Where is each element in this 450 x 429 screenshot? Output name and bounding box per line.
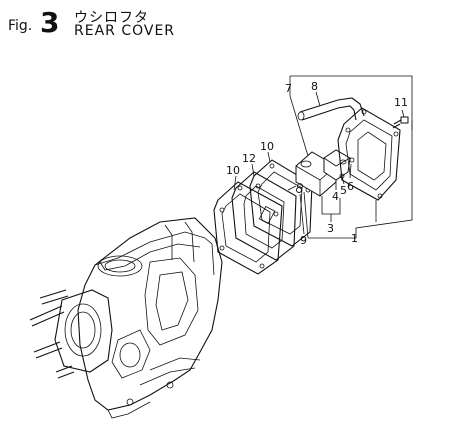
- figure-title-japanese: ウシロフタ: [74, 10, 149, 26]
- callout-5: 5: [340, 184, 347, 197]
- callout-3: 3: [327, 222, 334, 235]
- callout-11: 11: [394, 96, 408, 109]
- screw-9: [296, 187, 302, 193]
- figure-number: 3: [40, 6, 60, 39]
- rear-cover-gasket-outer: [213, 181, 283, 275]
- flange-studs: [29, 289, 75, 379]
- rear-cover-plate: [231, 171, 297, 261]
- callout-12: 12: [242, 152, 256, 165]
- callout-1: 1: [351, 232, 358, 245]
- figure-prefix: Fig.: [8, 18, 33, 34]
- breather-hose: [297, 97, 365, 121]
- callout-10-left: 10: [226, 164, 240, 177]
- crankcase-block: [29, 217, 223, 419]
- rear-cover: [337, 107, 401, 201]
- callout-4: 4: [332, 190, 339, 203]
- callout-7: 7: [285, 82, 292, 95]
- leader-lines: [233, 75, 413, 239]
- figure-header: Fig. 3 ウシロフタ REAR COVER: [4, 6, 204, 40]
- callout-6: 6: [347, 180, 354, 193]
- callout-8: 8: [311, 80, 318, 93]
- callout-10-right: 10: [260, 140, 274, 153]
- cover-bolt: [392, 116, 409, 129]
- callout-labels: 1 3 4 5 6 7 8 9 10 10 11 12: [226, 80, 408, 247]
- figure-title-english: REAR COVER: [74, 23, 176, 39]
- breather-valve-assembly: [287, 149, 355, 197]
- callout-9: 9: [300, 234, 307, 247]
